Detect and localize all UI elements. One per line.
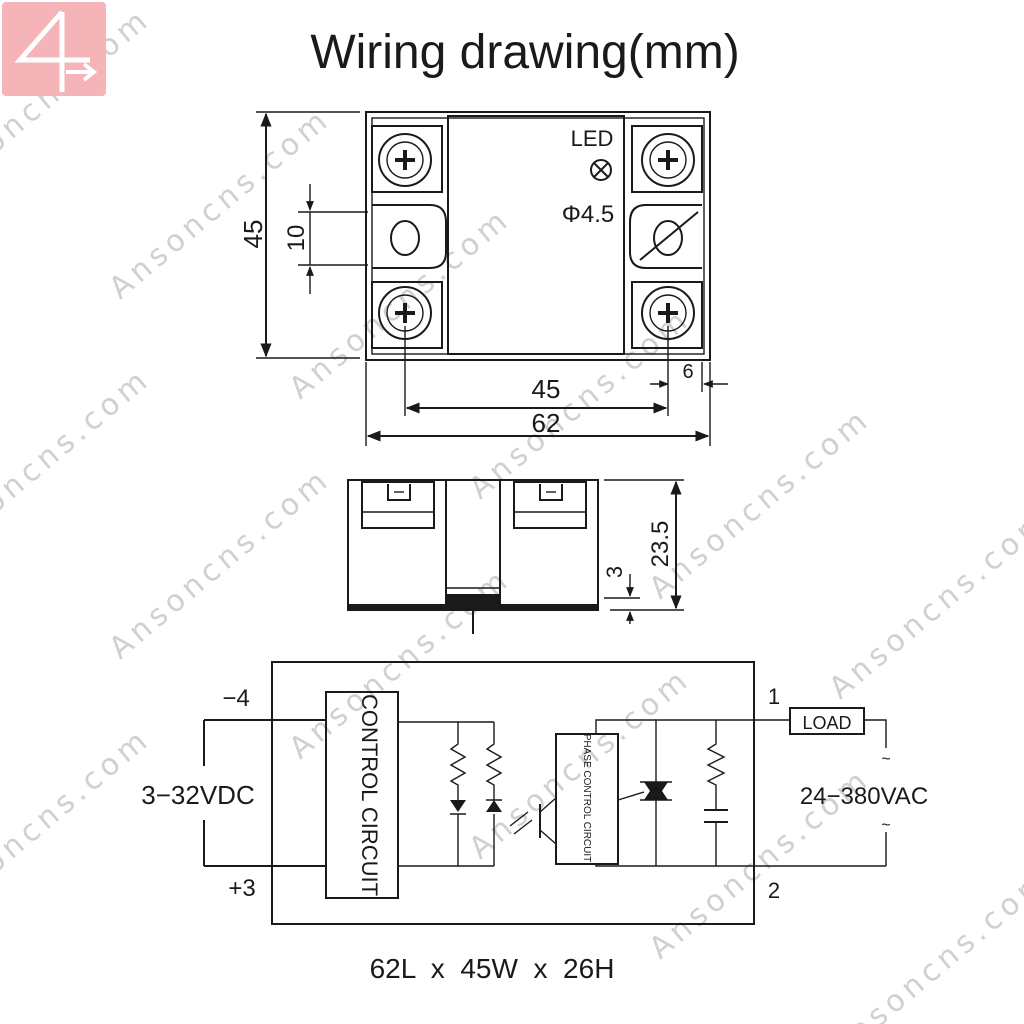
dim-inner-label: 10 xyxy=(283,225,310,252)
mounting-hole-left xyxy=(372,204,447,269)
dim-height-label: 45 xyxy=(238,220,268,249)
dim-base-label: 3 xyxy=(602,566,627,578)
top-view: LED Φ4.5 45 10 45 62 6 xyxy=(238,111,728,446)
control-circuit-label: CONTROL CIRCUIT xyxy=(357,694,382,896)
watermark-text: Ansoncns.com xyxy=(463,661,698,866)
side-terminal-left xyxy=(361,481,435,529)
control-circuit-block xyxy=(325,691,399,899)
input-pos-label: +3 xyxy=(228,875,255,902)
terminal-top-left xyxy=(371,125,443,193)
watermark-text: Ansoncns.com xyxy=(283,201,518,406)
load-box xyxy=(789,707,865,735)
watermark-text: Ansoncns.com xyxy=(823,501,1024,706)
input-voltage-label: 3−32VDC xyxy=(141,780,254,810)
phototransistor xyxy=(539,797,557,845)
phase-control-label: PHASE CONTROL CIRCUIT xyxy=(581,734,592,863)
dim-pitch-label: 45 xyxy=(532,374,561,404)
dim-side-height-label: 23.5 xyxy=(647,521,674,568)
input-neg-label: −4 xyxy=(222,685,249,712)
phase-control-block xyxy=(555,733,619,865)
hole-diameter-label: Φ4.5 xyxy=(562,201,615,228)
watermark-text: Ansoncns.com xyxy=(0,361,158,566)
side-view: 23.5 3 xyxy=(347,479,684,634)
input-resistor-led-1 xyxy=(449,722,467,866)
side-terminal-right xyxy=(513,481,587,529)
ac-symbol-top: ~ xyxy=(881,751,890,768)
led-label: LED xyxy=(571,126,614,151)
watermark-text: Ansoncns.com xyxy=(823,861,1024,1024)
watermark-text: Ansoncns.com xyxy=(103,101,338,306)
page-title: Wiring drawing(mm) xyxy=(310,26,739,79)
input-resistor-led-2 xyxy=(485,722,503,866)
output-voltage-label: 24−380VAC xyxy=(800,783,928,810)
triac xyxy=(617,720,672,866)
dimensions-text: 62L x 45W x 26H xyxy=(370,953,615,984)
terminal-top-right xyxy=(631,125,703,193)
led-indicator: LED Φ4.5 xyxy=(562,126,615,228)
schematic: −4 +3 3−32VDC CONTROL CIRCUIT PHASE CONT… xyxy=(141,661,928,925)
snubber xyxy=(704,720,728,866)
watermark-text: Ansoncns.com xyxy=(103,461,338,666)
watermark-text: Ansoncns.com xyxy=(0,721,158,926)
output-terminal-2: 2 xyxy=(768,878,780,903)
output-terminal-1: 1 xyxy=(768,684,780,709)
watermark-text: Ansoncns.com xyxy=(643,401,878,606)
dim-length-label: 62 xyxy=(532,408,561,438)
ac-symbol-bottom: ~ xyxy=(881,817,890,834)
watermark-text: Ansoncns.com xyxy=(463,301,698,506)
brand-logo xyxy=(2,2,106,96)
dim-edge-label: 6 xyxy=(682,361,693,383)
load-label: LOAD xyxy=(802,713,851,733)
mounting-hole-right xyxy=(629,204,702,269)
watermark-text: Ansoncns.com xyxy=(283,561,518,766)
